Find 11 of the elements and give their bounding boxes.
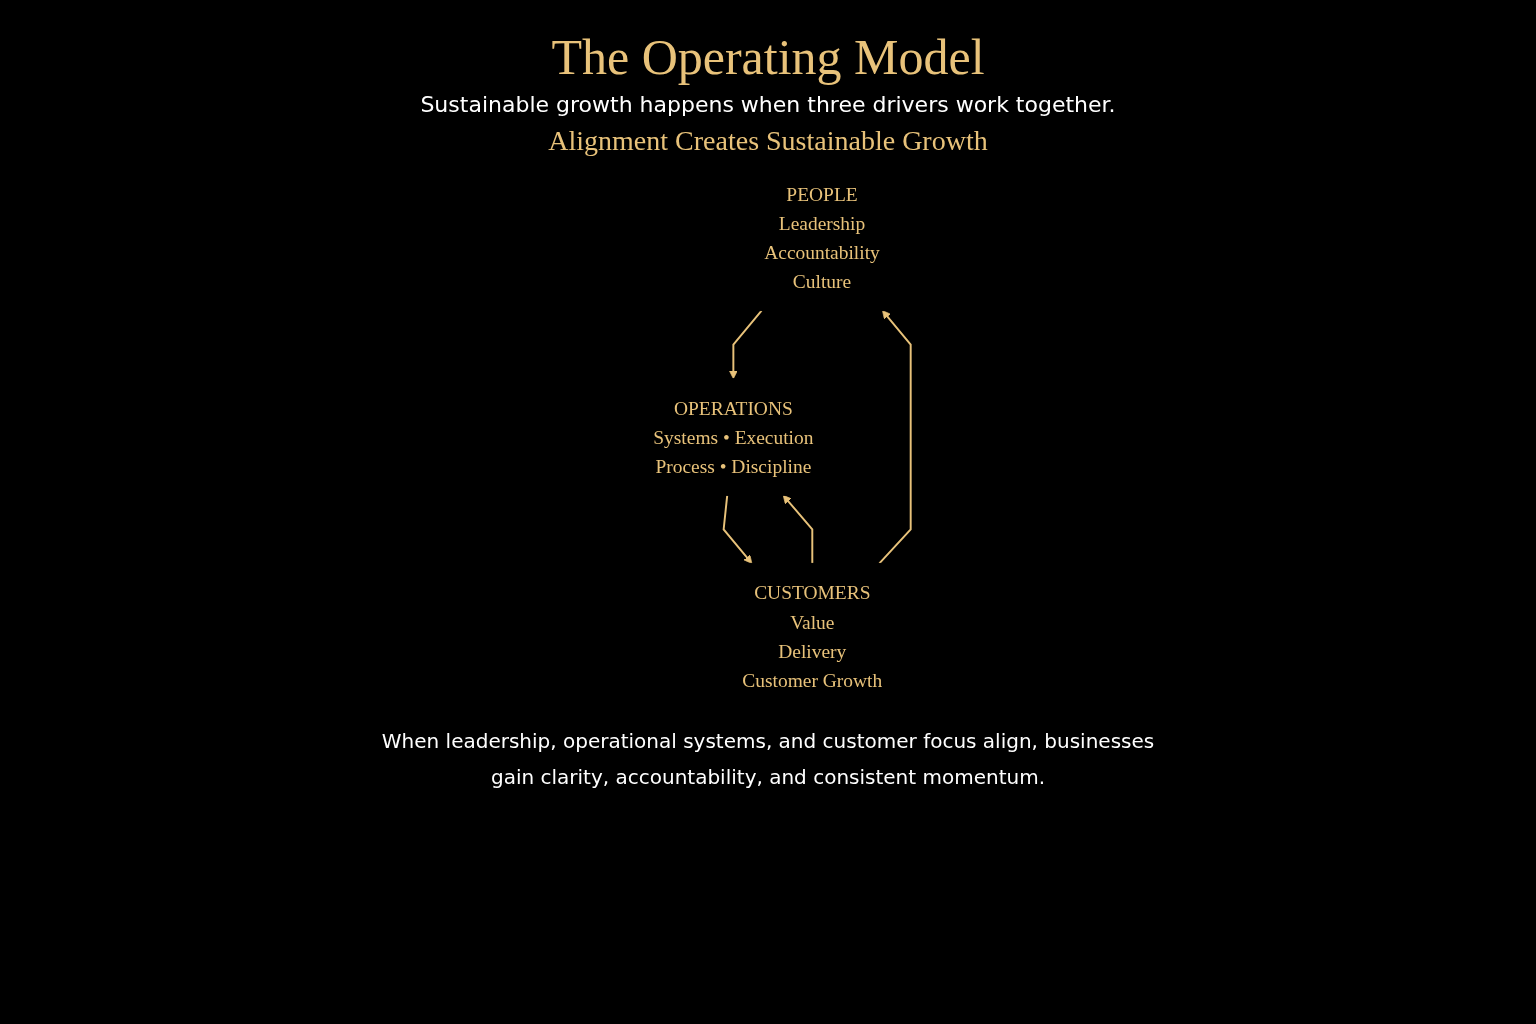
arrow <box>729 309 763 380</box>
arrow <box>783 494 814 565</box>
arrow <box>878 310 912 565</box>
subtitle: Sustainable growth happens when three drivers work together. <box>420 92 1116 117</box>
title: The Operating Model <box>551 28 985 86</box>
node-text: PEOPLE Leadership Accountability Culture <box>764 183 881 293</box>
node-text: OPERATIONS Systems • Execution Process • Discipline <box>653 397 814 477</box>
arrow <box>722 494 753 564</box>
node-text: CUSTOMERS Value Delivery Customer Growth <box>742 581 883 691</box>
caption: When leadership, operational systems, and customer focus align, businesses gain clarity, accountability, and consistent momentum. <box>380 728 1156 791</box>
center-text: Alignment Creates Sustainable Growth <box>548 125 988 157</box>
